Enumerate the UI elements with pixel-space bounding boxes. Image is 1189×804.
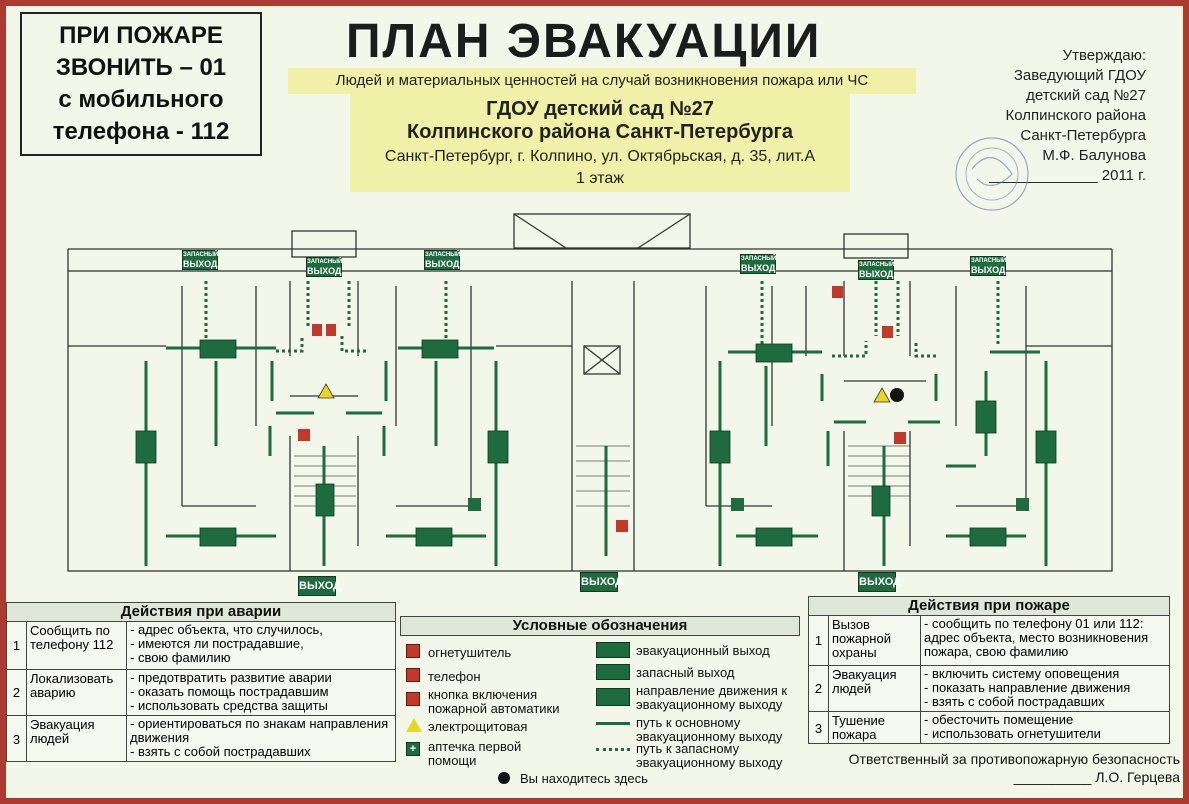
legend-item: направление движения к эвакуационному вы… — [636, 683, 788, 712]
plan-subtitle: Людей и материальных ценностей на случай… — [288, 68, 916, 94]
org-address: Санкт-Петербург, г. Колпино, ул. Октябрь… — [384, 148, 816, 165]
row-number: 3 — [7, 716, 27, 762]
legend-item: эвакуационный выход — [636, 643, 770, 658]
accident-row: 3 Эвакуация людей - ориентироваться по з… — [7, 716, 395, 762]
evacuation-plan-panel: ПРИ ПОЖАРЕ ЗВОНИТЬ – 01 с мобильного тел… — [6, 6, 1183, 798]
legend-item: огнетушитель — [428, 645, 512, 660]
row-description: - включить систему оповещения - показать… — [924, 666, 1131, 709]
legend-item: кнопка включения пожарной автоматики — [428, 687, 560, 716]
legend-title: Условные обозначения — [400, 616, 800, 636]
approval-line: Заведующий ГДОУ — [1013, 67, 1146, 84]
row-description: - сообщить по телефону 01 или 112: адрес… — [924, 616, 1149, 659]
accident-row: 2 Локализовать аварию - предотвратить ра… — [7, 670, 395, 716]
fire-call-line: телефона - 112 — [52, 118, 230, 145]
row-description: - обесточить помещение - использовать ог… — [924, 712, 1101, 741]
accident-actions-title: Действия при аварии — [7, 603, 395, 622]
org-district: Колпинского района Санкт-Петербурга — [407, 121, 793, 143]
approval-line: детский сад №27 — [1026, 87, 1146, 104]
fire-call-line: с мобильного — [58, 86, 224, 113]
floor-plan — [67, 213, 1113, 572]
row-number: 3 — [809, 712, 829, 744]
extinguisher-icon — [406, 644, 420, 658]
legend-item: запасный выход — [636, 665, 735, 680]
row-action: Сообщить по телефону 112 — [27, 622, 127, 669]
legend-box: Условные обозначения огнетушитель телефо… — [400, 616, 800, 786]
fire-row: 2 Эвакуация людей - включить систему опо… — [809, 666, 1169, 712]
approval-line: Санкт-Петербурга — [1020, 127, 1146, 144]
legend-item: аптечка первой помощи — [428, 739, 522, 768]
first-aid-icon: + — [406, 742, 420, 756]
legend-item: электрощитовая — [428, 719, 528, 734]
plan-title: ПЛАН ЭВАКУАЦИИ — [346, 15, 822, 68]
row-description: - ориентироваться по знакам направления … — [130, 716, 389, 759]
reserve-exit-icon — [596, 664, 630, 680]
approval-line: Колпинского района — [1005, 107, 1146, 124]
row-number: 1 — [7, 622, 27, 669]
legend-item: путь к основному эвакуационному выходу — [636, 715, 783, 744]
org-name: ГДОУ детский сад №27 — [486, 98, 714, 120]
fire-call-box: ПРИ ПОЖАРЕ ЗВОНИТЬ – 01 с мобильного тел… — [20, 12, 262, 156]
row-action: Эвакуация людей — [27, 716, 127, 762]
legend-item: путь к запасному эвакуационному выходу — [636, 741, 783, 770]
row-description: - адрес объекта, что случилось, - имеютс… — [130, 622, 323, 665]
row-action: Вызов пожарной охраны — [829, 616, 921, 665]
row-action: Тушение пожара — [829, 712, 921, 744]
phone-icon — [406, 668, 420, 682]
fire-actions-title: Действия при пожаре — [809, 597, 1169, 616]
legend-item: телефон — [428, 669, 481, 684]
stamp-seal — [955, 137, 1029, 211]
row-number: 2 — [7, 670, 27, 715]
exit-sign: ВЫХОД — [298, 576, 341, 596]
row-action: Эвакуация людей — [829, 666, 921, 711]
fire-row: 1 Вызов пожарной охраны - сообщить по те… — [809, 616, 1169, 666]
responsible-block: Ответственный за противопожарную безопас… — [834, 750, 1180, 786]
evacuation-exit-icon — [596, 642, 630, 658]
approval-line: М.Ф. Балунова — [1042, 147, 1146, 164]
direction-sign-icon — [596, 688, 630, 706]
accident-actions-box: Действия при аварии 1 Сообщить по телефо… — [6, 602, 396, 762]
reserve-path-line-icon — [596, 748, 630, 751]
floor-label: 1 этаж — [576, 170, 624, 187]
fire-actions-box: Действия при пожаре 1 Вызов пожарной охр… — [808, 596, 1170, 744]
fire-call-line: ЗВОНИТЬ – 01 — [55, 54, 227, 81]
alarm-button-icon — [406, 692, 420, 706]
legend-item: Вы находитесь здесь — [520, 771, 648, 786]
exit-sign: ВЫХОД — [858, 572, 901, 592]
responsible-line: __________ Л.О. Герцева — [1013, 769, 1180, 785]
row-action: Локализовать аварию — [27, 670, 127, 715]
organization-box: ГДОУ детский сад №27 Колпинского района … — [350, 94, 850, 192]
main-path-line-icon — [596, 722, 630, 725]
warning-icon — [406, 718, 422, 732]
you-are-here-icon — [498, 772, 510, 784]
row-description: - предотвратить развитие аварии - оказат… — [130, 670, 332, 713]
approval-line: Утверждаю: — [1062, 47, 1146, 64]
fire-row: 3 Тушение пожара - обесточить помещение … — [809, 712, 1169, 744]
responsible-line: Ответственный за противопожарную безопас… — [848, 751, 1180, 767]
row-number: 1 — [809, 616, 829, 665]
fire-call-line: ПРИ ПОЖАРЕ — [59, 22, 223, 49]
exit-sign: ВЫХОД — [580, 572, 623, 592]
accident-row: 1 Сообщить по телефону 112 - адрес объек… — [7, 622, 395, 670]
row-number: 2 — [809, 666, 829, 711]
